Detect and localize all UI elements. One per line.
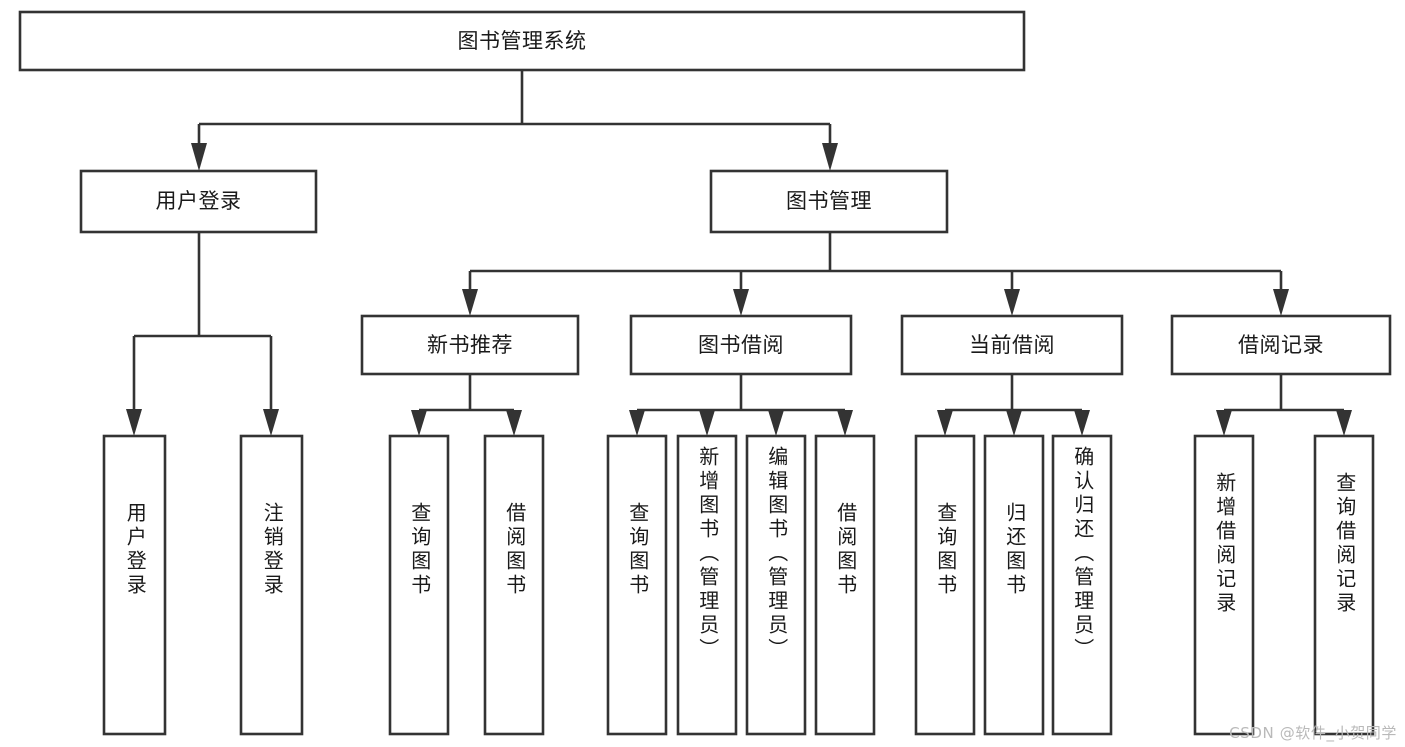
arrowhead-leaf-user-login-0	[126, 409, 142, 436]
arrowhead-current-borrow	[1004, 289, 1020, 316]
arrowhead-leaf-user-login-1	[263, 409, 279, 436]
node-box-leaf-borrow-record-0[interactable]	[1193, 434, 1255, 736]
node-box-leaf-current-borrow-0[interactable]	[914, 434, 976, 736]
node-box-root[interactable]	[18, 10, 1026, 72]
arrowhead-leaf-current-borrow-0	[937, 410, 953, 436]
node-box-new-book-rec[interactable]	[360, 314, 580, 376]
node-box-leaf-user-login-1[interactable]	[239, 434, 304, 736]
watermark-text: CSDN @软件_小贺同学	[1229, 724, 1397, 742]
node-box-leaf-borrow-record-1[interactable]	[1313, 434, 1375, 736]
node-box-book-borrow[interactable]	[629, 314, 853, 376]
arrowhead-leaf-new-book-0	[411, 410, 427, 436]
arrowhead-book-borrow	[733, 289, 749, 316]
node-box-user-login[interactable]	[79, 169, 318, 234]
arrowhead-leaf-new-book-1	[506, 410, 522, 436]
node-box-current-borrow[interactable]	[900, 314, 1124, 376]
arrowhead-leaf-borrow-record-1	[1336, 410, 1352, 436]
arrowhead-leaf-borrow-record-0	[1216, 410, 1232, 436]
arrowhead-new-book-rec	[462, 289, 478, 316]
node-box-borrow-record[interactable]	[1170, 314, 1392, 376]
node-box-leaf-new-book-0[interactable]	[388, 434, 450, 736]
node-box-leaf-current-borrow-2[interactable]	[1051, 434, 1113, 736]
arrowhead-leaf-book-borrow-0	[629, 410, 645, 436]
arrowhead-borrow-record	[1273, 289, 1289, 316]
node-box-leaf-book-borrow-0[interactable]	[606, 434, 668, 736]
arrowhead-user-login	[191, 143, 207, 171]
arrowhead-leaf-book-borrow-1	[699, 410, 715, 436]
arrowhead-leaf-book-borrow-2	[768, 410, 784, 436]
node-box-book-manage[interactable]	[709, 169, 949, 234]
arrowhead-book-manage	[822, 143, 838, 171]
node-box-leaf-current-borrow-1[interactable]	[983, 434, 1045, 736]
arrowhead-leaf-current-borrow-1	[1006, 410, 1022, 436]
node-box-leaf-user-login-0[interactable]	[102, 434, 167, 736]
arrowhead-leaf-book-borrow-3	[837, 410, 853, 436]
node-box-leaf-book-borrow-2[interactable]	[745, 434, 807, 736]
node-box-leaf-book-borrow-1[interactable]	[676, 434, 738, 736]
node-box-leaf-new-book-1[interactable]	[483, 434, 545, 736]
node-box-leaf-book-borrow-3[interactable]	[814, 434, 876, 736]
arrowhead-leaf-current-borrow-2	[1074, 410, 1090, 436]
